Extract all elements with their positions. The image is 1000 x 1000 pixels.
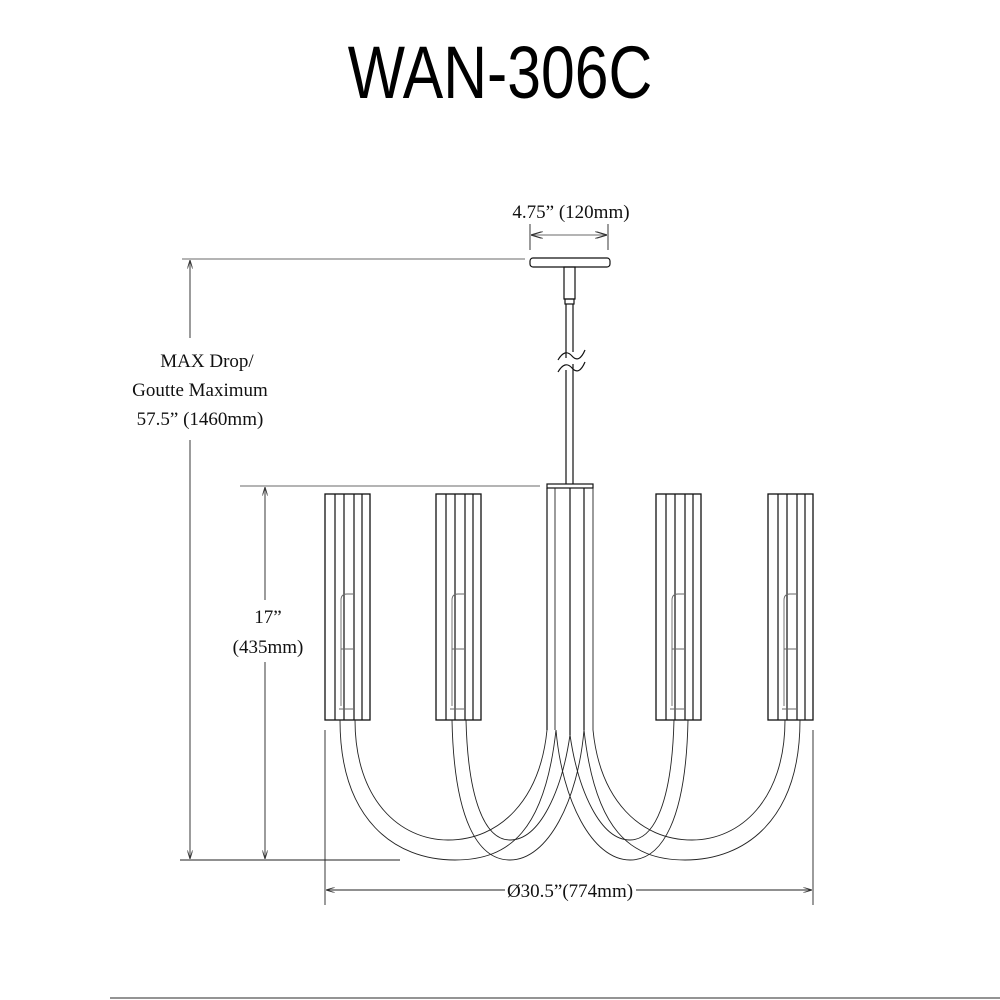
center-column <box>546 483 594 735</box>
lamp-shade <box>324 493 371 721</box>
diameter-label: Ø30.5”(774mm) <box>507 881 633 902</box>
max-drop-dimension: MAX Drop/ Goutte Maximum 57.5” (1460mm) <box>132 258 525 859</box>
lamp-shade <box>435 493 482 721</box>
canopy-width-dimension: 4.75” (120mm) <box>512 202 630 250</box>
height-label-line1: 17” <box>254 607 281 628</box>
height-dimension: 17” (435mm) <box>180 485 540 861</box>
arms <box>339 719 801 861</box>
height-label-line2: (435mm) <box>233 637 304 658</box>
canopy-and-rod <box>529 257 611 484</box>
diameter-dimension: Ø30.5”(774mm) <box>324 730 814 905</box>
max-drop-label-line3: 57.5” (1460mm) <box>137 409 264 430</box>
canopy-width-label: 4.75” (120mm) <box>512 202 629 223</box>
lamp-shade <box>655 493 702 721</box>
max-drop-label-line1: MAX Drop/ <box>160 351 254 372</box>
lamp-shade <box>767 493 814 721</box>
max-drop-label-line2: Goutte Maximum <box>132 380 268 401</box>
model-title: WAN-306C <box>348 32 653 114</box>
break-mark-icon <box>557 349 586 361</box>
